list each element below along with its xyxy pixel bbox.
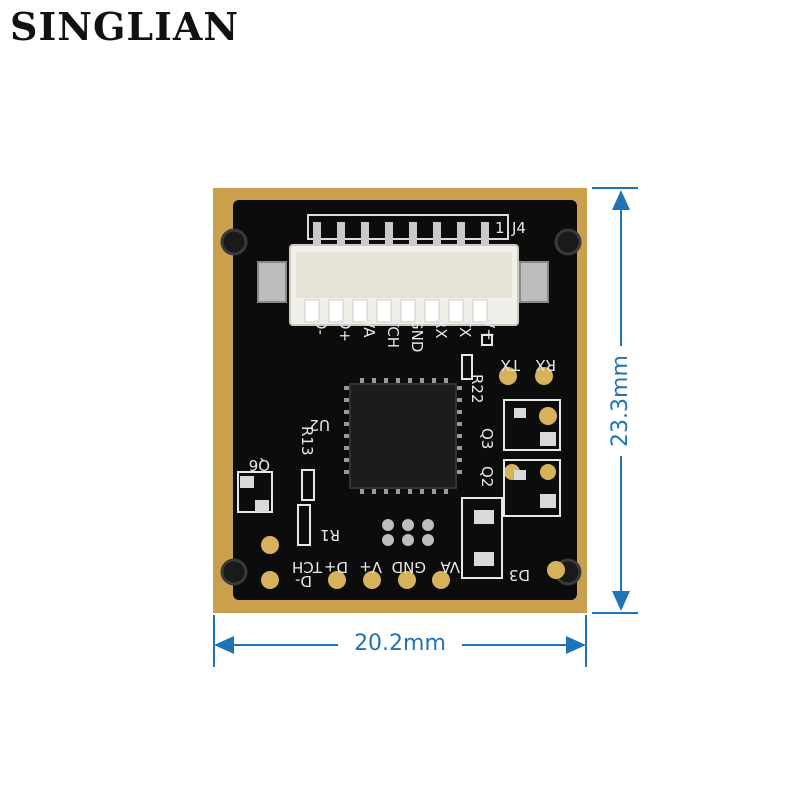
silk-pin-tx: TX [456, 317, 474, 337]
silk-bottom-dplus: D+ [324, 558, 348, 576]
silk-bottom-va: VA [440, 558, 460, 576]
mount-hole-tr [554, 228, 582, 256]
mount-hole-tl [220, 228, 248, 256]
silk-u2: U2 [309, 416, 330, 434]
silk-r1: R1 [320, 526, 340, 544]
silk-d3: D3 [509, 566, 530, 584]
silk-bottom-dminus: D- [295, 572, 312, 590]
silk-j4: J4 [511, 219, 526, 237]
brand-logo: SINGLIAN [10, 4, 240, 49]
silk-q2: Q2 [478, 466, 496, 487]
silk-pin-rx: RX [432, 318, 450, 339]
silk-bottom-tch: TCH [292, 558, 323, 576]
silk-q6: Q6 [249, 456, 270, 474]
silk-rx: RX [535, 356, 556, 374]
dim-height-label: 23.3mm [608, 346, 634, 456]
silk-pin-dplus: D+ [336, 318, 354, 342]
silk-r22: R22 [468, 374, 486, 404]
dim-height-bottom-tick [592, 612, 638, 614]
bottom-pads [261, 367, 565, 589]
dim-height-top-tick [592, 187, 638, 189]
dim-width-left-tick [213, 615, 215, 667]
silk-pin-gnd: GND [408, 318, 426, 352]
dim-width-label: 20.2mm [338, 631, 462, 659]
silk-tx: TX [501, 356, 521, 374]
silk-q3: Q3 [478, 428, 496, 449]
silk-pin1: 1 [495, 219, 505, 237]
silk-pin-tch: TCH [384, 317, 402, 348]
silk-bottom-vplus: V+ [359, 558, 382, 576]
mount-hole-bl [220, 558, 248, 586]
silk-pin-vplus: V+ [480, 318, 498, 341]
connector-pins [313, 222, 489, 244]
silk-r13: R13 [298, 426, 316, 456]
silk-pin-dminus: D- [312, 318, 330, 335]
silk-pin-va: VA [360, 318, 378, 338]
dim-width-right-tick [585, 615, 587, 667]
silk-bottom-gnd: GND [392, 558, 426, 576]
chip-u2 [344, 378, 462, 494]
